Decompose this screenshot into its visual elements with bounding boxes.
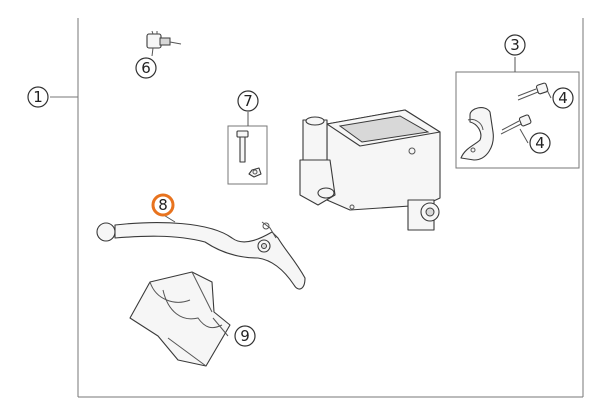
svg-text:1: 1: [33, 88, 43, 106]
subassembly-box-3: [455, 57, 580, 169]
lever-cover-part[interactable]: [129, 271, 231, 367]
svg-text:3: 3: [510, 36, 520, 54]
svg-text:9: 9: [240, 327, 250, 345]
callout-1[interactable]: 1: [27, 86, 49, 108]
callout-4-upper[interactable]: 4: [552, 87, 574, 109]
callout-4-lower[interactable]: 4: [529, 132, 551, 154]
clamp-part[interactable]: [460, 107, 494, 161]
brake-lever-part[interactable]: [96, 221, 306, 290]
clamp-screw-lower[interactable]: [500, 114, 532, 135]
switch-part[interactable]: [146, 30, 182, 49]
svg-text:4: 4: [558, 89, 568, 107]
svg-text:8: 8: [158, 196, 168, 214]
clamp-screw-upper[interactable]: [517, 82, 549, 101]
callout-6[interactable]: 6: [135, 57, 157, 79]
subassembly-box-7: [227, 112, 268, 185]
svg-text:7: 7: [243, 92, 253, 110]
pivot-bolt-part[interactable]: [236, 130, 262, 178]
callout-7[interactable]: 7: [237, 90, 259, 112]
callout-8-highlighted[interactable]: 8: [151, 193, 175, 217]
svg-text:4: 4: [535, 134, 545, 152]
svg-text:6: 6: [141, 59, 151, 77]
callout-3[interactable]: 3: [504, 34, 526, 56]
callout-9[interactable]: 9: [234, 325, 256, 347]
master-cylinder-part[interactable]: [299, 109, 441, 231]
assembly-frame: [50, 18, 584, 398]
